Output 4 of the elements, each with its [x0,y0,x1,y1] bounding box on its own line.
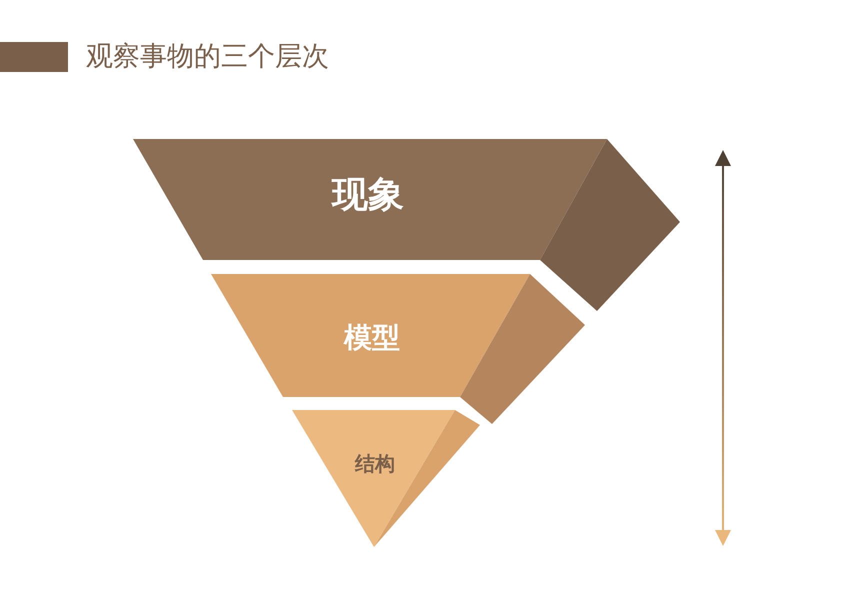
layer-label: 模型 [344,320,400,356]
layer-label: 结构 [355,450,395,478]
layer-label: 现象 [332,174,404,218]
title: 观察事物的三个层次 [86,40,329,74]
